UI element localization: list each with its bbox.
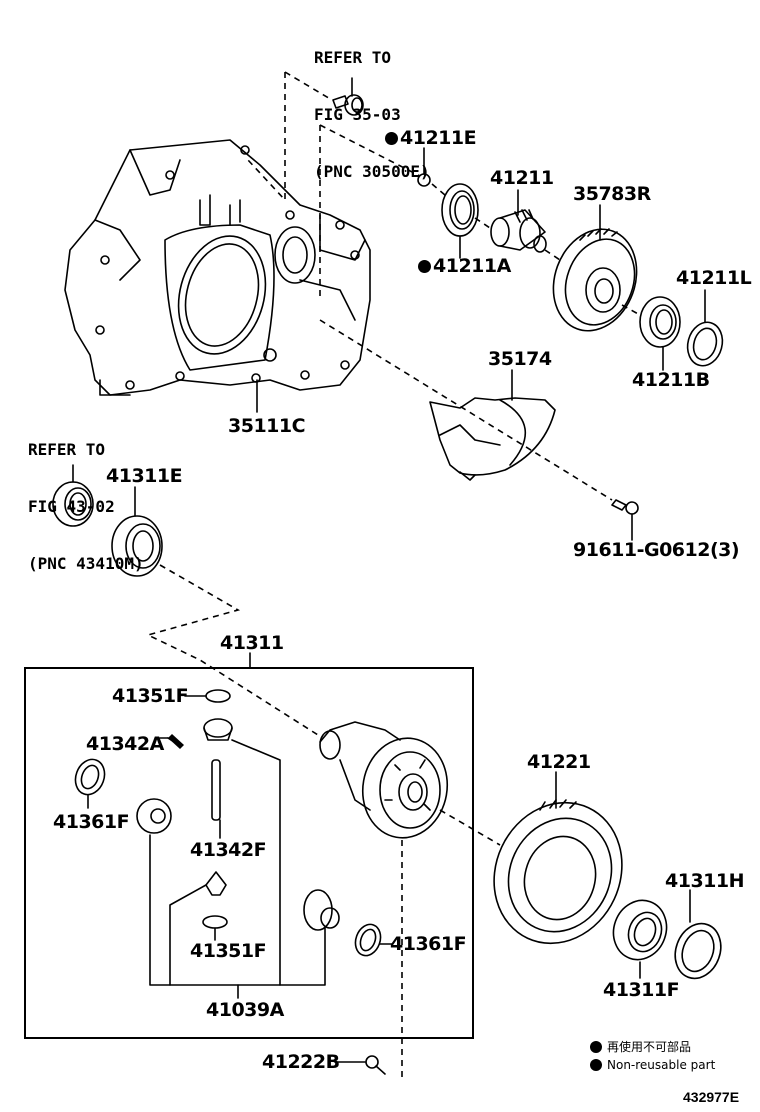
figure-code: 432977E: [683, 1089, 740, 1105]
legend-text: 再使用不可部品: [607, 1040, 692, 1054]
part-number: 41342A: [86, 733, 164, 755]
non-reusable-marker-icon: [418, 260, 431, 273]
pinion-shaft-icon: [211, 759, 221, 821]
part-label-91611-G0612[interactable]: 91611-G0612(3): [573, 539, 740, 561]
legend-item-english: Non-reusable part: [590, 1056, 715, 1074]
assembly-box-41311: [24, 667, 474, 1039]
part-label-41342F[interactable]: 41342F: [190, 839, 267, 861]
part-label-35174[interactable]: 35174: [488, 349, 552, 369]
shim-41311H-icon: [674, 922, 722, 980]
thrust-washer-right-icon: [354, 923, 382, 957]
part-number: 41311H: [665, 870, 745, 892]
ring-gear-icon: [493, 799, 623, 945]
part-label-41351F-top[interactable]: 41351F: [112, 685, 189, 707]
part-label-41211[interactable]: 41211: [490, 168, 554, 188]
part-label-41211L[interactable]: 41211L: [676, 267, 752, 289]
legend: 再使用不可部品 Non-reusable part: [590, 1038, 715, 1074]
part-number: 41211A: [433, 255, 511, 277]
side-gear-top-icon: [203, 718, 233, 741]
part-label-41039A[interactable]: 41039A: [206, 1000, 284, 1020]
pinion-gear-icon: [205, 871, 227, 896]
part-label-41211B[interactable]: 41211B: [632, 370, 710, 390]
part-number: 35111C: [228, 415, 306, 437]
part-number: 41361F: [53, 811, 130, 833]
reference-note-left: REFER TO FIG 43-02 (PNC 43410M): [28, 402, 144, 592]
part-label-41351F-bottom[interactable]: 41351F: [190, 940, 267, 962]
part-number: 41211: [490, 167, 554, 189]
part-label-41311F[interactable]: 41311F: [603, 979, 680, 1001]
part-number: 41342F: [190, 839, 267, 861]
side-gear-right-icon: [303, 889, 340, 931]
part-label-41221[interactable]: 41221: [527, 752, 591, 772]
part-number: 41311E: [106, 465, 183, 487]
part-number: 41311: [220, 632, 284, 654]
part-label-41342A[interactable]: 41342A: [86, 734, 164, 754]
idler-gear-icon: [552, 228, 638, 332]
non-reusable-marker-icon: [590, 1041, 602, 1053]
differential-case-icon: [319, 721, 449, 839]
legend-item-japanese: 再使用不可部品: [590, 1038, 715, 1056]
part-number: 41221: [527, 751, 591, 773]
thrust-washer-left-icon: [74, 758, 106, 796]
non-reusable-marker-icon: [590, 1059, 602, 1071]
side-gear-left-icon: [136, 798, 172, 834]
part-label-41211E[interactable]: 41211E: [385, 127, 477, 149]
part-number: 41351F: [112, 685, 189, 707]
part-number: 35174: [488, 348, 552, 370]
thrust-washer-top-icon: [205, 689, 231, 703]
part-number: 41351F: [190, 940, 267, 962]
bearing-41311E-icon: [111, 515, 163, 577]
part-label-41361F-left[interactable]: 41361F: [53, 811, 130, 833]
part-label-35111C[interactable]: 35111C: [228, 415, 306, 437]
part-label-35783R[interactable]: 35783R: [573, 184, 651, 204]
thrust-washer-bottom-icon: [202, 915, 228, 929]
part-number: 41211B: [632, 369, 710, 391]
part-label-41211A[interactable]: 41211A: [418, 256, 511, 276]
part-label-41311H[interactable]: 41311H: [665, 870, 745, 892]
part-number: 41311F: [603, 979, 680, 1001]
part-number: 41361F: [390, 933, 467, 955]
part-number: 41039A: [206, 999, 284, 1021]
reference-pnc: (PNC 30500E): [314, 162, 430, 181]
reference-pnc: (PNC 43410M): [28, 554, 144, 573]
reference-line: REFER TO: [314, 48, 392, 67]
bearing-41311F-icon: [612, 899, 668, 961]
part-label-41311E[interactable]: 41311E: [106, 465, 183, 487]
part-number: 35783R: [573, 183, 651, 205]
bolt-91611-icon: [611, 499, 639, 515]
reference-figure-link[interactable]: FIG 35-03: [314, 105, 401, 124]
part-label-41311[interactable]: 41311: [220, 633, 284, 653]
reference-note-top: REFER TO FIG 35-03 (PNC 30500E): [314, 10, 430, 200]
part-number: 41222B: [262, 1051, 340, 1073]
reference-line: REFER TO: [28, 440, 106, 459]
part-label-41222B[interactable]: 41222B: [262, 1052, 340, 1072]
bolt-icon: [332, 94, 364, 116]
part-number: 91611-G0612(3): [573, 539, 740, 561]
reference-figure-link[interactable]: FIG 43-02: [28, 497, 115, 516]
transaxle-housing-icon: [64, 139, 371, 396]
part-label-41361F-right[interactable]: 41361F: [390, 933, 467, 955]
bearing-41211A-icon: [441, 183, 479, 237]
bolt-41222B-icon: [365, 1055, 386, 1075]
part-number: 41211L: [676, 267, 752, 289]
drive-pinion-icon: [490, 209, 547, 253]
cover-35174-icon: [429, 397, 556, 481]
shim-41211L-icon: [686, 321, 724, 367]
non-reusable-marker-icon: [385, 132, 398, 145]
part-number: 41211E: [400, 127, 477, 149]
legend-text: Non-reusable part: [607, 1058, 716, 1072]
bearing-41211B-icon: [639, 296, 681, 348]
leader-lines: [72, 77, 706, 1063]
bearing-ref-left-icon: [52, 481, 94, 527]
